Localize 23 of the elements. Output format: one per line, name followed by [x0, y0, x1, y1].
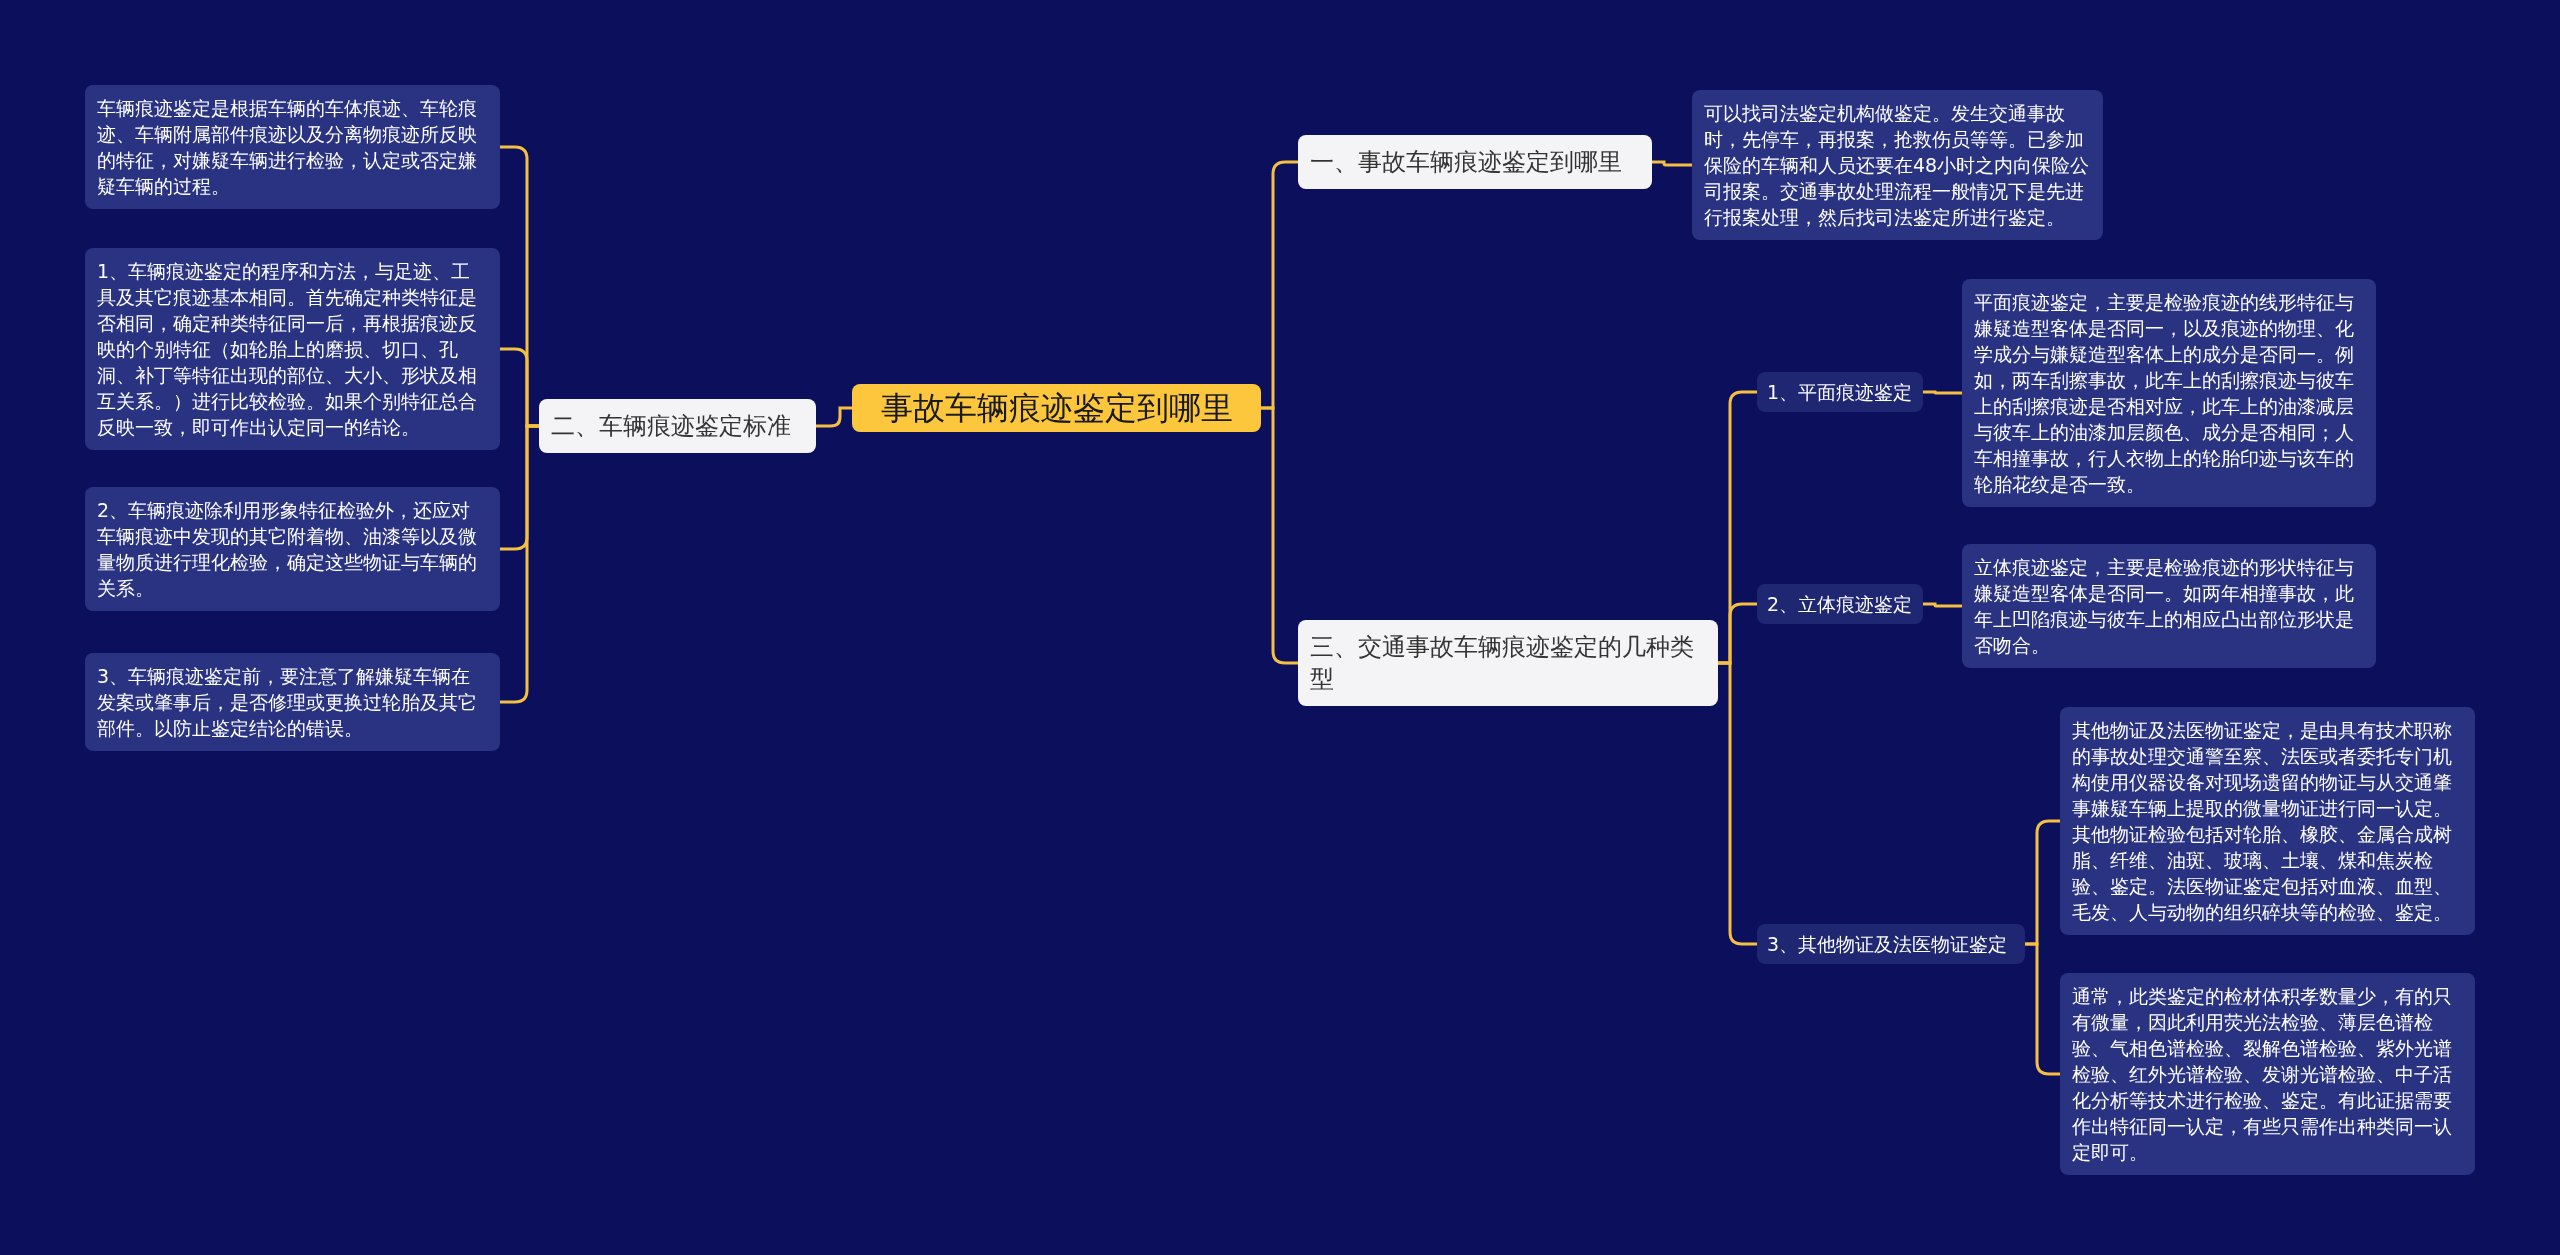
subtopic-box: 1、平面痕迹鉴定	[1757, 372, 1923, 412]
text-card: 车辆痕迹鉴定是根据车辆的车体痕迹、车轮痕迹、车辆附属部件痕迹以及分离物痕迹所反映的特征，对嫌疑车辆进行检验，认定或否定嫌疑车辆的过程。	[85, 85, 500, 209]
topic-box: 一、事故车辆痕迹鉴定到哪里	[1298, 135, 1652, 189]
topic-box: 二、车辆痕迹鉴定标准	[539, 399, 816, 453]
subtopic-box: 2、立体痕迹鉴定	[1757, 584, 1923, 624]
connector-line	[816, 406, 852, 428]
connector-line	[1923, 602, 1962, 608]
topic-box: 三、交通事故车辆痕迹鉴定的几种类型	[1298, 620, 1718, 706]
text-card: 立体痕迹鉴定，主要是检验痕迹的形状特征与嫌疑造型客体是否同一。如两年相撞事故，此年上凹陷痕迹与彼车上的相应凸出部位形状是否吻合。	[1962, 544, 2376, 668]
connector-line	[1261, 406, 1298, 665]
subtopic-box: 3、其他物证及法医物证鉴定	[1757, 924, 2025, 964]
text-card: 2、车辆痕迹除利用形象特征检验外，还应对车辆痕迹中发现的其它附着物、油漆等以及微量物质进行理化检验，确定这些物证与车辆的关系。	[85, 487, 500, 611]
connector-line	[1923, 390, 1962, 395]
connector-line	[2025, 942, 2060, 1076]
text-card: 3、车辆痕迹鉴定前，要注意了解嫌疑车辆在发案或肇事后，是否修理或更换过轮胎及其它部件。以防止鉴定结论的错误。	[85, 653, 500, 751]
connector-line	[1652, 160, 1692, 167]
text-card: 平面痕迹鉴定，主要是检验痕迹的线形特征与嫌疑造型客体是否同一，以及痕迹的物理、化学成分与嫌疑造型客体上的成分是否同一。例如，两车刮擦事故，此车上的刮擦痕迹与彼车上的刮擦痕迹是否相对应，此车上的油漆减层与彼车上的油漆加层颜色、成分是否相同；人车相撞事故，行人衣物上的轮胎印迹与该车的轮胎花纹是否一致。	[1962, 279, 2376, 507]
text-card: 其他物证及法医物证鉴定，是由具有技术职称的事故处理交通警至察、法医或者委托专门机构使用仪器设备对现场遗留的物证与从交通肇事嫌疑车辆上提取的微量物证进行同一认定。其他物证检验包括对轮胎、橡胶、金属合成树脂、纤维、油斑、玻璃、土壤、煤和焦炭检验、鉴定。法医物证鉴定包括对血液、血型、毛发、人与动物的组织碎块等的检验、鉴定。	[2060, 707, 2475, 935]
central-topic-box: 事故车辆痕迹鉴定到哪里	[852, 384, 1261, 432]
text-card: 可以找司法鉴定机构做鉴定。发生交通事故时，先停车，再报案，抢救伤员等等。已参加保险的车辆和人员还要在48小时之内向保险公司报案。交通事故处理流程一般情况下是先进行报案处理，然后找司法鉴定所进行鉴定。	[1692, 90, 2103, 240]
connector-line	[1718, 661, 1757, 946]
text-card: 1、车辆痕迹鉴定的程序和方法，与足迹、工具及其它痕迹基本相同。首先确定种类特征是否相同，确定种类特征同一后，再根据痕迹反映的个别特征（如轮胎上的磨损、切口、孔洞、补丁等特征出现的部位、大小、形状及相互关系。）进行比较检验。如果个别特征总合反映一致，即可作出认定同一的结论。	[85, 248, 500, 450]
text-card: 通常，此类鉴定的检材体积孝数量少，有的只有微量，因此利用荧光法检验、薄层色谱检验、气相色谱检验、裂解色谱检验、紫外光谱检验、红外光谱检验、发谢光谱检验、中子活化分析等技术进行检验、鉴定。有此证据需要作出特征同一认定，有些只需作出种类同一认定即可。	[2060, 973, 2475, 1175]
